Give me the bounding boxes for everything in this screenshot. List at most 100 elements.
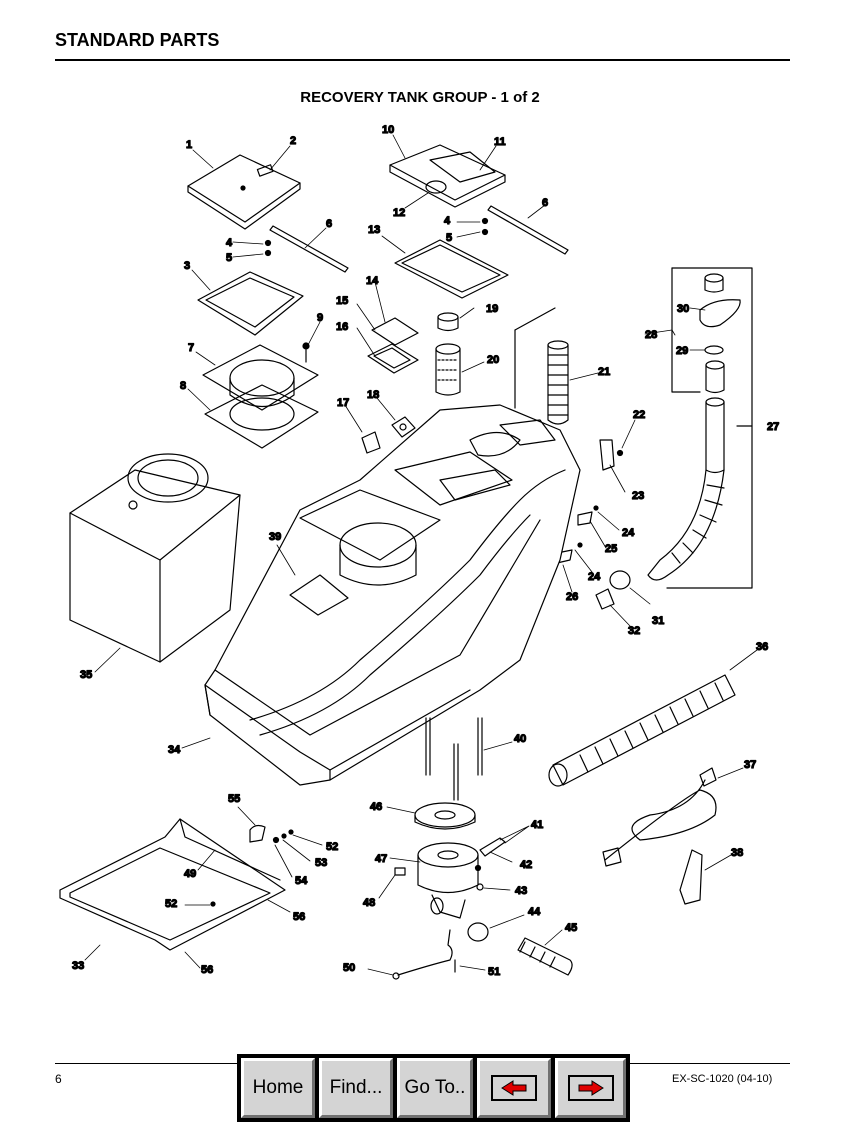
part-screws-left — [264, 239, 272, 257]
part-bolt — [302, 342, 310, 363]
callout-16: 16 — [336, 321, 348, 333]
callout-37: 37 — [744, 759, 756, 771]
part-18 — [391, 416, 416, 438]
part-38 — [679, 849, 703, 905]
callout-53: 53 — [315, 857, 327, 869]
callout-32: 32 — [628, 625, 640, 637]
callout-51: 51 — [488, 966, 500, 978]
callout-52b: 52 — [165, 898, 177, 910]
part-caster-frame — [59, 818, 294, 951]
part-screen — [435, 343, 461, 396]
callout-18: 18 — [367, 389, 379, 401]
callout-49: 49 — [184, 868, 196, 880]
callout-52a: 52 — [326, 841, 338, 853]
part-standpipe — [647, 267, 753, 589]
previous-page-button[interactable] — [477, 1058, 551, 1118]
callout-56b: 56 — [201, 964, 213, 976]
callout-12: 12 — [393, 207, 405, 219]
callout-45: 45 — [565, 922, 577, 934]
callout-26: 26 — [566, 591, 578, 603]
callout-50: 50 — [343, 962, 355, 974]
callout-48: 48 — [363, 897, 375, 909]
part-strap-left — [269, 225, 349, 273]
callout-55: 55 — [228, 793, 240, 805]
part-wire — [392, 929, 456, 980]
part-main-body — [204, 404, 581, 786]
callout-2: 2 — [290, 135, 296, 147]
callout-42: 42 — [520, 859, 532, 871]
callout-10: 10 — [382, 124, 394, 136]
callout-7: 7 — [188, 342, 194, 354]
callout-29: 29 — [676, 345, 688, 357]
callout-6b: 6 — [542, 197, 548, 209]
home-button[interactable]: Home — [241, 1058, 315, 1118]
part-studs — [425, 717, 483, 801]
page-number: 6 — [55, 1072, 62, 1086]
callout-6a: 6 — [326, 218, 332, 230]
next-page-button[interactable] — [555, 1058, 626, 1118]
callout-15: 15 — [336, 295, 348, 307]
part-float — [437, 312, 459, 332]
callout-13: 13 — [368, 224, 380, 236]
callout-5a: 5 — [226, 252, 232, 264]
part-filter-pads — [367, 317, 419, 374]
callout-28: 28 — [645, 329, 657, 341]
callout-4a: 4 — [226, 237, 233, 249]
callout-9: 9 — [317, 312, 323, 324]
callout-19: 19 — [486, 303, 498, 315]
goto-button[interactable]: Go To.. — [397, 1058, 473, 1118]
part-strap-right — [487, 205, 569, 255]
find-button[interactable]: Find... — [319, 1058, 393, 1118]
part-motor-hardware — [467, 837, 573, 976]
callout-1: 1 — [186, 139, 192, 151]
callout-35: 35 — [80, 669, 92, 681]
part-hose-21 — [514, 307, 569, 425]
part-recovery-tank — [69, 453, 241, 663]
callout-23: 23 — [632, 490, 644, 502]
callout-54: 54 — [295, 875, 308, 887]
part-flange — [202, 344, 319, 411]
callout-30: 30 — [677, 303, 689, 315]
callout-25: 25 — [605, 543, 617, 555]
part-cord — [602, 767, 717, 867]
part-hose-36 — [548, 674, 736, 787]
callout-11: 11 — [494, 136, 506, 148]
callout-21: 21 — [598, 366, 610, 378]
part-gasket-right — [394, 239, 509, 299]
callout-5b: 5 — [446, 232, 452, 244]
page-header-title: STANDARD PARTS — [55, 30, 220, 50]
callout-33: 33 — [72, 960, 84, 972]
callout-44: 44 — [528, 906, 541, 918]
callout-34: 34 — [168, 744, 181, 756]
part-lid — [187, 154, 301, 230]
callout-46: 46 — [370, 801, 382, 813]
callout-20: 20 — [487, 354, 499, 366]
callout-22: 22 — [633, 409, 645, 421]
callout-27: 27 — [767, 421, 779, 433]
callout-43: 43 — [515, 885, 527, 897]
callout-47: 47 — [375, 853, 387, 865]
callout-31: 31 — [652, 615, 664, 627]
leader-lines — [84, 134, 758, 976]
navigation-bar: Home Find... Go To.. — [237, 1054, 630, 1122]
part-plate — [204, 384, 319, 449]
section-title: RECOVERY TANK GROUP - 1 of 2 — [300, 89, 540, 106]
part-screws-right — [481, 217, 489, 236]
callout-3: 3 — [184, 260, 190, 272]
callout-36: 36 — [756, 641, 768, 653]
callout-4b: 4 — [444, 215, 451, 227]
header-rule — [55, 59, 790, 61]
document-code: EX-SC-1020 (04-10) — [672, 1073, 773, 1085]
callout-38: 38 — [731, 847, 743, 859]
callout-17: 17 — [337, 397, 349, 409]
callout-24a: 24 — [622, 527, 635, 539]
left-arrow-icon — [491, 1075, 537, 1101]
part-17 — [361, 431, 381, 454]
callout-24b: 24 — [588, 571, 601, 583]
callout-41: 41 — [531, 819, 543, 831]
callout-14: 14 — [366, 275, 379, 287]
part-lid-right — [389, 144, 506, 208]
part-gasket — [197, 271, 304, 336]
callout-39: 39 — [269, 531, 281, 543]
right-arrow-icon — [567, 1075, 614, 1101]
